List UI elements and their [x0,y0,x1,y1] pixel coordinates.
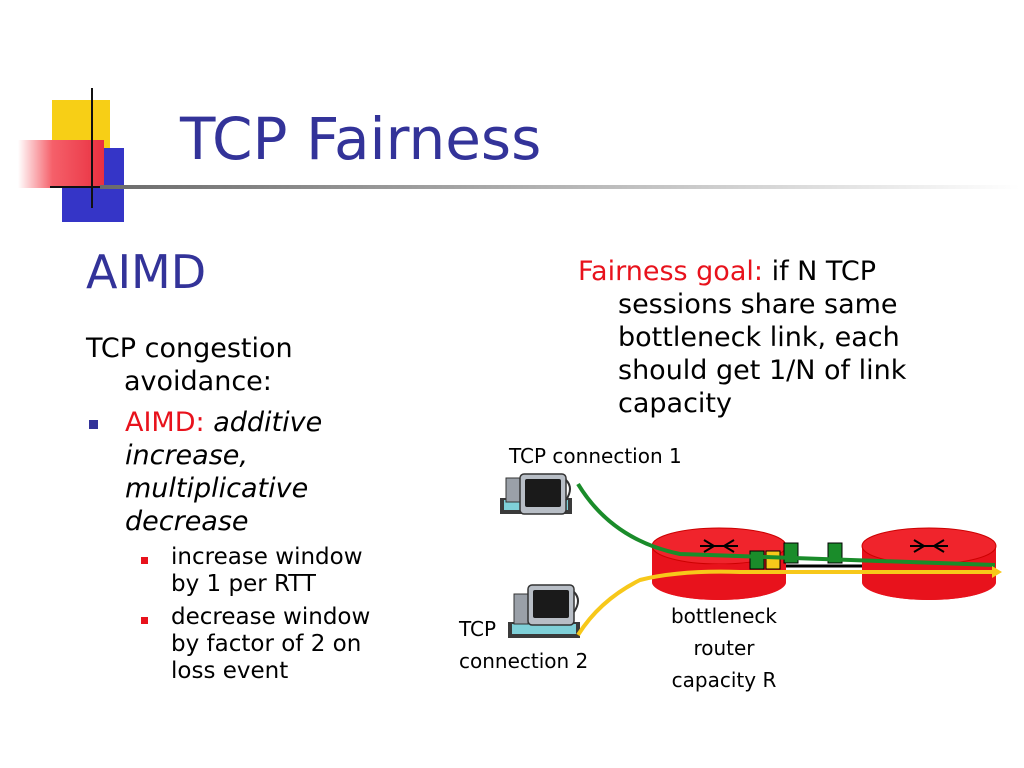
connection-2-path [576,569,992,637]
subbullet-1-line-2: by 1 per RTT [171,571,316,597]
subbullet-2-line-1: decrease window [171,604,371,630]
aimd-bullet-line-2: increase, [125,440,248,471]
aimd-heading: AIMD [86,245,207,299]
packet-green-1 [749,550,765,570]
goal-line-1: sessions share same [618,289,898,320]
connection-1-label: TCP connection 1 [509,444,682,468]
subbullet-2-line-3: loss event [171,658,289,684]
goal-prefix: Fairness goal: [578,256,763,287]
bullet-marker [89,420,98,429]
packet-yellow-1 [765,550,781,570]
subbullet-1: increase window by 1 per RTT [171,544,401,598]
goal-line-4: capacity [618,388,732,419]
goal-first: if N TCP [771,256,876,287]
router-label: bottleneck router capacity R [644,600,804,696]
subbullet-marker-1 [141,557,148,564]
aimd-bullet-line-3: multiplicative [125,473,309,504]
computer-1-icon [500,473,572,515]
fairness-goal: Fairness goal: if N TCP sessions share s… [578,255,968,420]
slide-title: TCP Fairness [180,105,542,173]
aimd-bullet: AIMD: additive increase, multiplicative … [125,406,375,538]
computer-2-icon [508,584,580,638]
lead-line-1: TCP congestion [86,333,293,364]
lead-line-2: avoidance: [124,366,272,397]
router-label-line-2: router [693,636,755,660]
goal-line-3: should get 1/N of link [618,355,907,386]
aimd-bullet-line-4: decrease [125,506,249,537]
aimd-bullet-prefix: AIMD: [125,407,205,438]
goal-line-2: bottleneck link, each [618,322,900,353]
lead-text: TCP congestion avoidance: [86,332,346,398]
logo-vertical-line [91,88,93,208]
router-icon [861,527,997,600]
connection-1-path [576,482,996,567]
title-underline [100,185,1020,189]
connection-2-label-line-1: TCP [459,617,497,641]
subbullet-1-line-1: increase window [171,544,363,570]
aimd-bullet-line-1: additive [213,407,323,438]
subbullet-2: decrease window by factor of 2 on loss e… [171,604,411,685]
router-label-line-3: capacity R [671,668,777,692]
subbullet-2-line-2: by factor of 2 on [171,631,362,657]
logo-red-bar [18,140,104,188]
subbullet-marker-2 [141,617,148,624]
connection-2-arrowhead [992,566,1002,578]
router-label-line-1: bottleneck [670,604,778,628]
connection-2-label-line-2: connection 2 [459,649,589,673]
